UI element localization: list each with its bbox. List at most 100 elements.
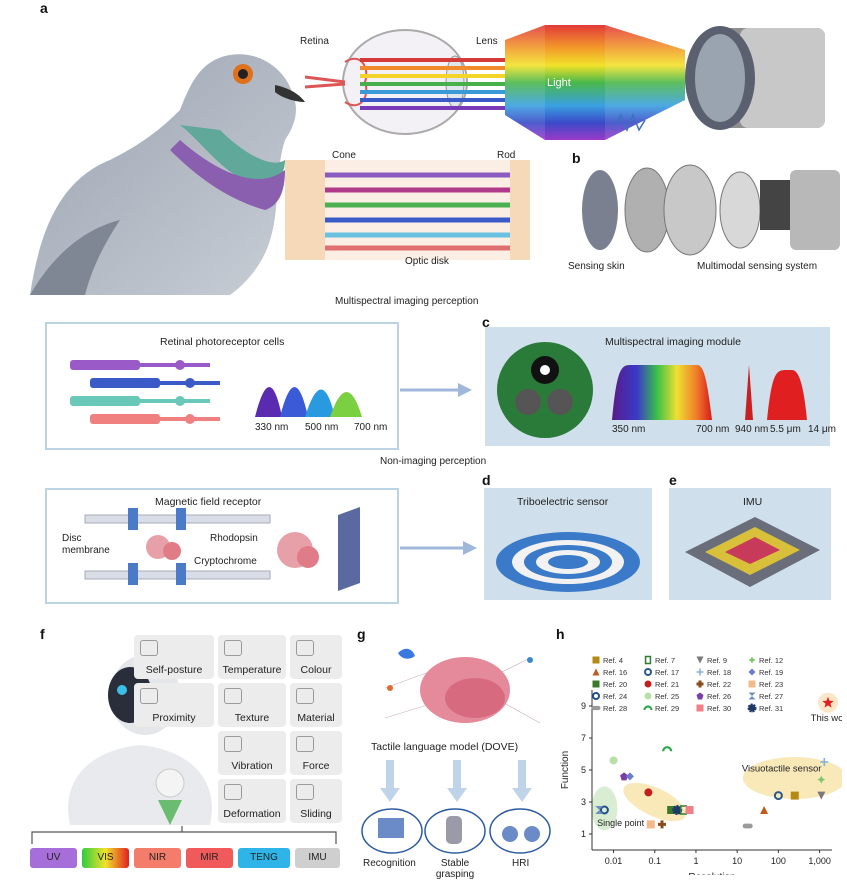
light-label: Light — [547, 77, 571, 89]
legend-marker — [592, 668, 600, 676]
legend-marker — [644, 692, 652, 700]
legend-label: Ref. 20 — [603, 680, 627, 689]
y-tick-label: 3 — [581, 797, 586, 807]
optic-disk-label: Optic disk — [405, 256, 449, 267]
imu-title: IMU — [743, 496, 763, 508]
chip-vis: VIS — [82, 848, 129, 868]
peak-500: 500 nm — [305, 422, 339, 433]
app-icons — [361, 808, 551, 854]
data-point — [658, 820, 667, 829]
legend-label: Ref. 18 — [707, 668, 731, 677]
cone-label: Cone — [332, 150, 356, 161]
disc-label: Disc — [62, 533, 82, 544]
legend-marker — [592, 692, 600, 700]
data-point — [667, 806, 676, 814]
panel-label-a: a — [40, 0, 48, 16]
multispectral-perception-label: Multispectral imaging perception — [335, 296, 479, 307]
camera-lens — [685, 26, 825, 130]
tile-sliding: Sliding — [290, 779, 342, 823]
legend-marker — [592, 680, 600, 688]
legend-label: Ref. 26 — [707, 692, 731, 701]
spiral-electrode — [496, 532, 640, 592]
panel-label-e: e — [669, 472, 677, 488]
data-point — [742, 823, 753, 829]
chip-uv: UV — [30, 848, 77, 868]
data-point — [817, 791, 826, 800]
model-label: Tactile language model (DOVE) — [371, 741, 519, 753]
legend-label: Ref. 31 — [759, 704, 783, 713]
data-point — [595, 806, 604, 814]
data-point — [672, 805, 683, 815]
triboelectric-title: Triboelectric sensor — [517, 496, 609, 508]
data-point — [646, 820, 655, 829]
scatter-chart: 0.010.11101001,00013579ResolutionFunctio… — [560, 655, 842, 875]
data-point — [620, 772, 629, 781]
legend-label: Ref. 29 — [655, 704, 679, 713]
x-axis-label: Resolution — [688, 872, 735, 875]
brain-network-illustration — [384, 648, 541, 724]
y-tick-label: 7 — [581, 733, 586, 743]
legend-marker — [748, 680, 756, 688]
legend-label: Ref. 12 — [759, 656, 783, 665]
texture-icon — [224, 688, 242, 704]
legend-label: Ref. 25 — [655, 692, 679, 701]
x-tick-label: 10 — [732, 856, 742, 866]
multispectral-module-title: Multispectral imaging module — [605, 336, 741, 348]
legend-marker — [696, 680, 704, 688]
legend-marker — [591, 705, 601, 711]
y-axis-label: Function — [560, 751, 571, 789]
tile-colour: Colour — [290, 635, 342, 679]
panel-label-f: f — [40, 626, 45, 642]
membrane-diagram — [84, 507, 360, 591]
app-hri: HRI — [512, 858, 530, 869]
tile-self-posture: Self-posture — [134, 635, 214, 679]
pigeon-illustration — [30, 54, 305, 295]
lens-label: Lens — [476, 36, 498, 47]
peak-700: 700 nm — [354, 422, 388, 433]
tile-temperature: Temperature — [218, 635, 286, 679]
non-imaging-label: Non-imaging perception — [380, 456, 487, 467]
legend-label: Ref. 16 — [603, 668, 627, 677]
imu-chip — [685, 517, 820, 587]
x-tick-label: 1,000 — [808, 856, 831, 866]
legend-marker — [592, 656, 600, 664]
data-point — [625, 772, 634, 781]
data-point — [609, 756, 618, 765]
vibration-icon — [224, 736, 242, 752]
tick-14um: 14 μm — [808, 424, 836, 435]
panel-label-d: d — [482, 472, 491, 488]
module-spectrum — [612, 365, 807, 420]
panel-label-c: c — [482, 314, 490, 330]
magnetic-receptor-title: Magnetic field receptor — [155, 496, 262, 508]
tile-material: Material — [290, 683, 342, 727]
legend-label: Ref. 22 — [707, 680, 731, 689]
data-point — [644, 788, 653, 797]
exploded-sensor-parts — [582, 164, 840, 256]
material-icon — [296, 688, 314, 704]
eye-diagram — [305, 29, 505, 135]
this-work-star — [822, 696, 834, 708]
legend-marker — [748, 668, 756, 676]
legend-marker — [747, 703, 757, 713]
x-tick-label: 0.01 — [605, 856, 623, 866]
chip-nir: NIR — [134, 848, 181, 868]
legend-marker — [644, 668, 652, 676]
membrane-label: membrane — [62, 545, 110, 556]
retinal-cells-title: Retinal photoreceptor cells — [160, 336, 285, 348]
app-recognition: Recognition — [363, 858, 416, 869]
legend-label: Ref. 23 — [759, 680, 783, 689]
single-point-label: Single point — [597, 818, 645, 828]
model-arrows — [380, 760, 532, 802]
photoreceptor-spectrum-peaks — [255, 387, 362, 417]
legend-label: Ref. 30 — [707, 704, 731, 713]
palette-icon — [296, 640, 314, 656]
panel-label-g: g — [357, 626, 366, 642]
sensing-skin-label: Sensing skin — [568, 261, 625, 272]
app-stable-grasping: Stable grasping — [435, 858, 475, 880]
legend-marker — [696, 656, 704, 664]
tile-texture: Texture — [218, 683, 286, 727]
legend-label: Ref. 24 — [603, 692, 627, 701]
thermometer-icon — [224, 640, 242, 656]
retina-label: Retina — [300, 36, 329, 47]
data-point — [790, 791, 799, 800]
